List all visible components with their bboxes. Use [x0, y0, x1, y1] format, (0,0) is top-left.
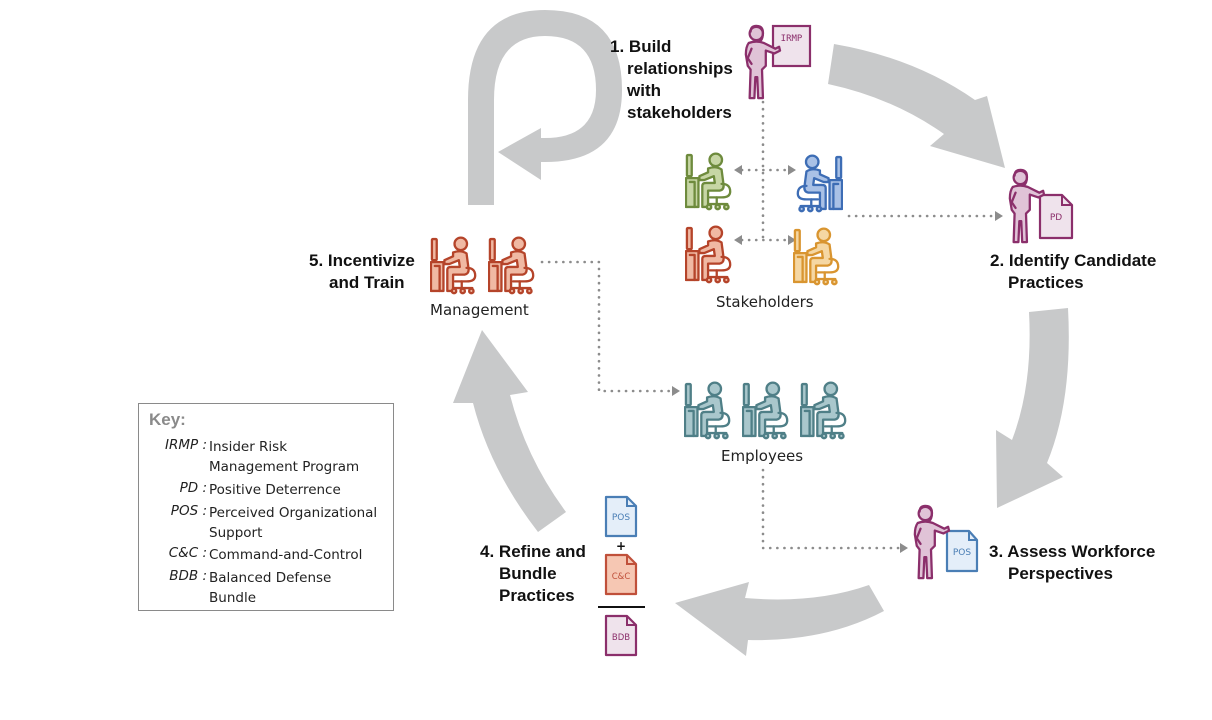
irmp-board	[771, 24, 812, 68]
plus-sign: +	[616, 539, 626, 553]
key-title: Key:	[149, 410, 186, 429]
connector-arrowheads	[672, 165, 1003, 553]
arrow-step3-to-step4	[675, 582, 884, 656]
arrow-step1-to-step2	[828, 44, 1005, 168]
arrow-step4-to-step5	[453, 330, 566, 532]
desk-worker-icon-red	[685, 225, 732, 284]
key-definition: Positive Deterrence	[209, 482, 341, 498]
employees-label: Employees	[721, 447, 804, 465]
pd-document-label: PD	[1050, 213, 1062, 223]
stakeholders-label: Stakeholders	[716, 293, 814, 311]
arrow-step2-to-step3	[996, 308, 1069, 508]
key-abbr: C&C	[168, 545, 199, 561]
pos-presenter-group: POS	[913, 504, 979, 580]
bundle-documents: POS + C&C BDB	[598, 495, 645, 657]
connector-employees-to-assess	[761, 468, 902, 550]
desk-worker-icon-orange	[793, 227, 840, 286]
key-definition: Insider Risk Management Program	[209, 439, 360, 475]
desk-worker-icon-management-2	[488, 236, 535, 295]
desk-worker-icon-employee-2	[742, 381, 789, 440]
dotted-connectors	[540, 100, 997, 550]
key-definition: Perceived Organizational Support	[209, 505, 378, 541]
key-definition: Balanced Defense Bundle	[209, 570, 332, 606]
step-1-label: 1. Build relationships with stakeholders	[610, 37, 733, 122]
management-label: Management	[430, 301, 529, 319]
cycle-arrows	[453, 10, 1069, 656]
management-group	[430, 236, 535, 295]
step-4-label: 4. Refine and Bundle Practices	[480, 542, 586, 605]
desk-worker-icon-employee-3	[800, 381, 847, 440]
presenter-icon	[913, 504, 951, 580]
loop-arrow	[468, 10, 622, 205]
desk-worker-icon-employee-1	[684, 381, 731, 440]
desk-worker-icon-green	[685, 152, 732, 211]
desk-worker-icon-management-1	[430, 236, 477, 295]
key-abbr: POS	[170, 503, 199, 519]
connector-management-to-employees	[540, 260, 674, 393]
key-definition: Command-and-Control	[209, 547, 363, 563]
desk-worker-icon-blue	[796, 154, 843, 213]
employees-group	[684, 381, 847, 440]
pos-document-label: POS	[953, 548, 972, 558]
key-abbr: IRMP	[164, 437, 199, 453]
cc-document-label: C&C	[612, 572, 631, 582]
irmp-board-label: IRMP	[781, 34, 803, 44]
step-3-label: 3. Assess Workforce Perspectives	[989, 542, 1156, 583]
pos-document-label: POS	[612, 513, 631, 523]
pd-presenter-group: PD	[1008, 168, 1074, 244]
key-abbr: PD	[179, 480, 199, 496]
step-5-label: 5. Incentivize and Train	[309, 251, 415, 292]
key-abbr: BDB	[169, 568, 199, 584]
step-2-label: 2. Identify Candidate Practices	[990, 251, 1157, 292]
key-legend: Key: IRMP : Insider Risk Management Prog…	[138, 403, 394, 611]
irmp-presenter-group: IRMP	[744, 24, 812, 100]
bdb-document-label: BDB	[612, 633, 630, 643]
